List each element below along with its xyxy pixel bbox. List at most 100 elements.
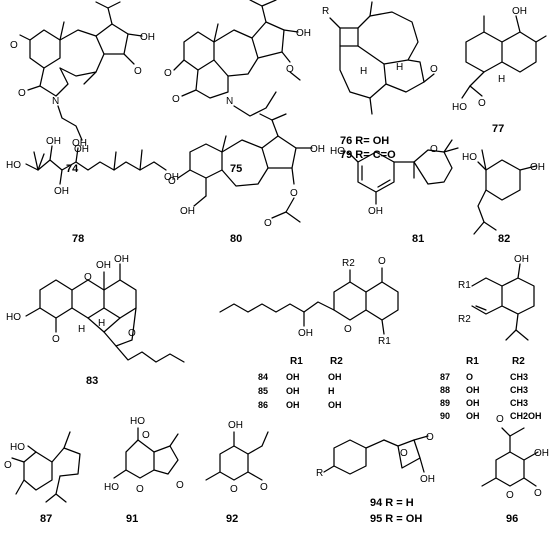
atom-o: O — [10, 40, 18, 51]
atom-oh: OH — [298, 328, 313, 339]
compound-label-78: 78 — [72, 233, 84, 245]
structure-93: OH O O 92 — [205, 420, 269, 525]
table-row-no: 86 — [258, 400, 268, 410]
compound-label-76: 76 R= OH — [340, 135, 389, 147]
atom-o: O — [264, 218, 272, 229]
atom-o: O — [142, 430, 150, 441]
atom-o: O — [128, 328, 136, 339]
table-header-r1: R1 — [290, 356, 303, 367]
atom-o: O — [506, 490, 514, 501]
compound-label-96: 96 — [506, 513, 518, 525]
atom-h: H — [498, 74, 505, 85]
structure-92: HO O O O HO 91 — [104, 416, 184, 525]
compound-label-77: 77 — [492, 123, 504, 135]
atom-n: N — [52, 96, 59, 107]
atom-oh: OH — [296, 28, 311, 39]
atom-r: R — [322, 6, 329, 17]
atom-h: H — [78, 324, 85, 335]
structure-87-90: R1 R2 OH R1 R2 87 O CH3 88 OH CH3 89 OH … — [440, 254, 542, 421]
structure-96: O OH O O 96 — [481, 414, 549, 525]
structure-74: O O N OH OH O 74 — [10, 1, 155, 175]
atom-h: H — [396, 62, 403, 73]
atom-oh: OH — [54, 186, 69, 197]
atom-o: O — [84, 272, 92, 283]
table-row-r1: OH — [466, 385, 480, 395]
atom-o: O — [136, 484, 144, 495]
compound-label-93: 92 — [226, 513, 238, 525]
table-header-r1: R1 — [466, 356, 479, 367]
table-row-r1: OH — [466, 411, 480, 421]
atom-r2: R2 — [458, 314, 471, 325]
structure-94-95: R O O OH 94 R = H 95 R = OH — [316, 432, 435, 525]
atom-o: O — [400, 448, 408, 459]
atom-h: H — [98, 318, 105, 329]
table-row-r2: CH3 — [510, 385, 528, 395]
atom-r1: R1 — [458, 280, 471, 291]
atom-o: O — [134, 66, 142, 77]
atom-oh: OH — [164, 172, 179, 183]
table-row-r2: CH2OH — [510, 411, 542, 421]
structure-77: OH HO O H 77 — [452, 6, 547, 135]
table-header-r2: R2 — [512, 356, 525, 367]
atom-o: O — [378, 256, 386, 267]
atom-ho: HO — [104, 482, 119, 493]
atom-r1: R1 — [378, 336, 391, 347]
atom-ho: HO — [330, 146, 345, 157]
table-row-no: 88 — [440, 385, 450, 395]
atom-o: O — [426, 432, 434, 443]
table-row-r1: OH — [286, 400, 300, 410]
structure-76-79: R O H H 76 R= OH 79 R= C=O — [322, 1, 438, 161]
atom-ho: HO — [462, 152, 477, 163]
atom-h: H — [360, 66, 367, 77]
compound-label-75: 75 — [230, 163, 242, 175]
compound-label-91: 87 — [40, 513, 52, 525]
atom-o: O — [430, 144, 438, 155]
atom-o: O — [164, 68, 172, 79]
atom-oh: OH — [534, 448, 549, 459]
atom-o: O — [52, 334, 60, 345]
atom-ho: HO — [6, 312, 21, 323]
compound-label-80: 80 — [230, 233, 242, 245]
table-row-r1: OH — [286, 372, 300, 382]
compound-label-74: 74 — [66, 163, 79, 175]
atom-o: O — [4, 460, 12, 471]
atom-o: O — [230, 484, 238, 495]
structure-84-86: OH O R2 O R1 R1 R2 84 OH OH 85 OH H 86 O… — [219, 256, 399, 410]
atom-oh: OH — [310, 144, 325, 155]
structure-82: HO OH 82 — [462, 149, 545, 245]
atom-o: O — [286, 64, 294, 75]
atom-oh: OH — [46, 136, 61, 147]
atom-n: N — [226, 96, 233, 107]
atom-o: O — [478, 98, 486, 109]
atom-ho: HO — [130, 416, 145, 427]
atom-o: O — [430, 64, 438, 75]
atom-o: O — [260, 482, 268, 493]
table-row-r2: OH — [328, 400, 342, 410]
atom-oh: OH — [512, 6, 527, 17]
atom-ho: HO — [6, 160, 21, 171]
table-row-no: 84 — [258, 372, 268, 382]
atom-oh: OH — [72, 138, 87, 149]
atom-o: O — [168, 176, 176, 187]
compound-label-81: 81 — [412, 233, 424, 245]
table-row-no: 89 — [440, 398, 450, 408]
atom-oh: OH — [114, 254, 129, 265]
table-row-r2: CH3 — [510, 372, 528, 382]
table-header-r2: R2 — [330, 356, 343, 367]
atom-o: O — [172, 94, 180, 105]
table-row-no: 87 — [440, 372, 450, 382]
table-row-r2: CH3 — [510, 398, 528, 408]
atom-oh: OH — [228, 420, 243, 431]
compound-label-82: 82 — [498, 233, 510, 245]
structure-81: HO OH O 81 — [330, 139, 459, 245]
atom-oh: OH — [420, 474, 435, 485]
compound-label-94: 94 R = H — [370, 497, 414, 509]
structure-91: HO O 87 — [4, 431, 81, 525]
table-row-r1: OH — [466, 398, 480, 408]
structure-83: HO O O OH OH O H H 83 — [6, 254, 185, 387]
atom-oh: OH — [96, 260, 111, 271]
atom-oh: OH — [530, 162, 545, 173]
table-row-r1: OH — [286, 386, 300, 396]
atom-oh: OH — [74, 144, 89, 155]
structure-78: HO OH OH OH OH 78 — [6, 136, 179, 245]
